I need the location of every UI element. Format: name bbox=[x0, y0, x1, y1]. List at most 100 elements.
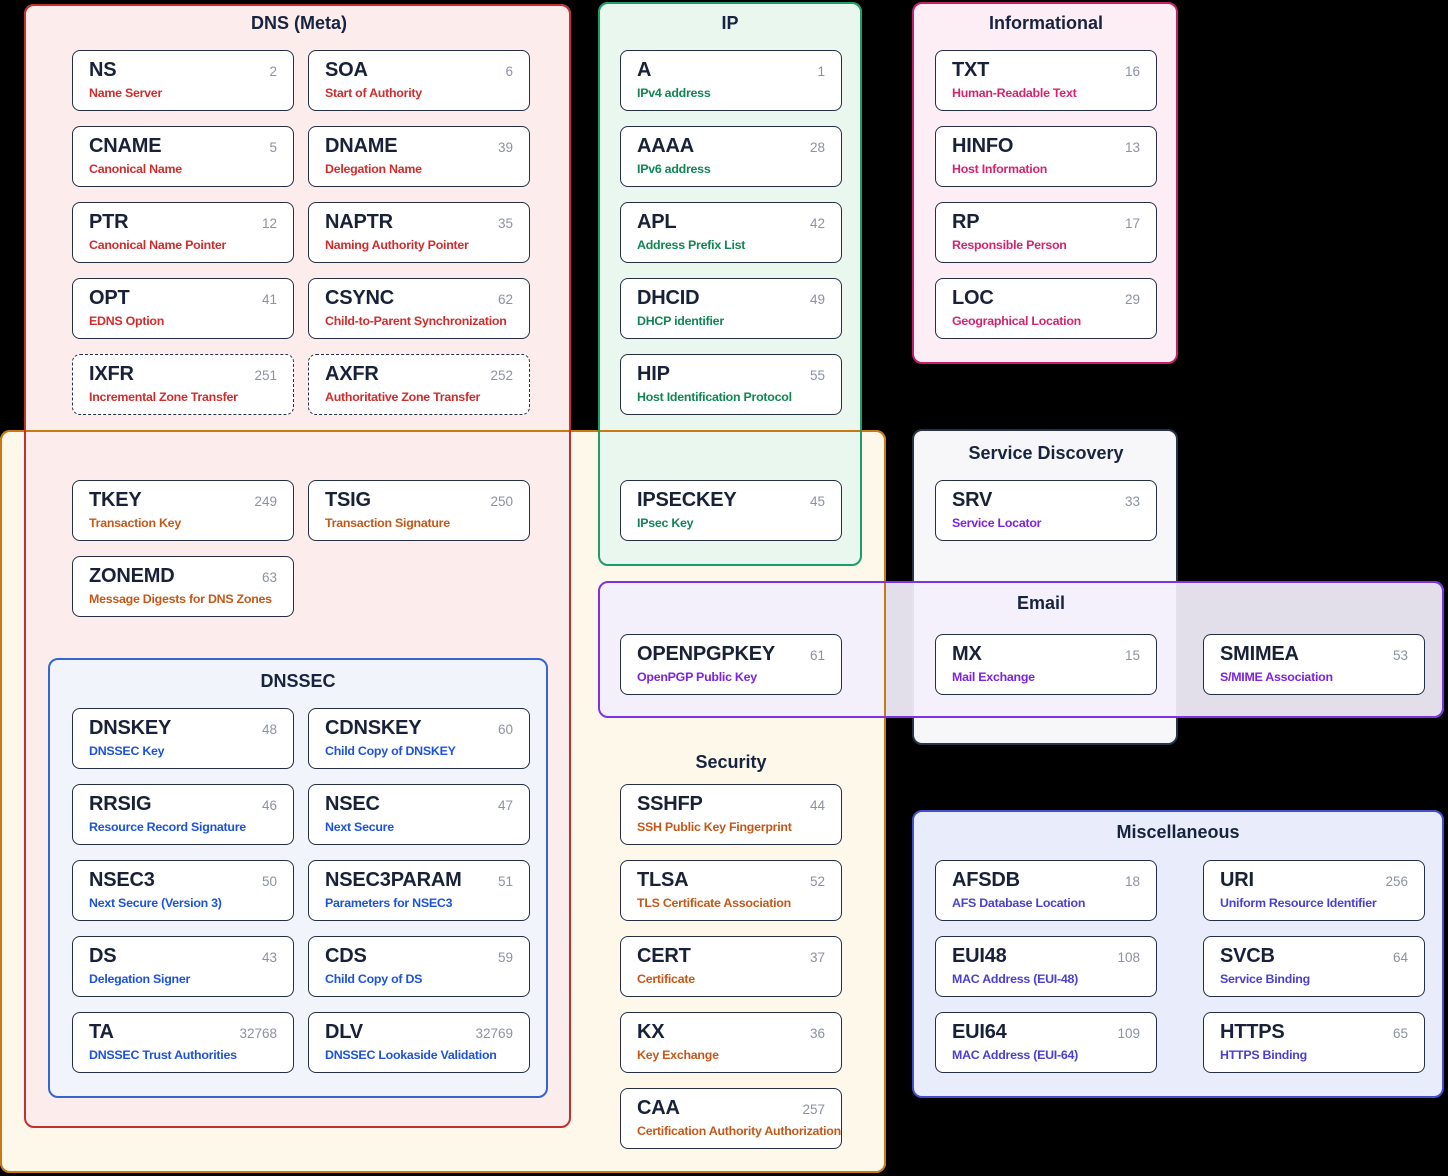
record-type-number: 65 bbox=[1392, 1026, 1408, 1041]
record-type-number: 59 bbox=[497, 950, 513, 965]
section-title-dnssec: DNSSEC bbox=[260, 671, 336, 691]
record-type-description: Key Exchange bbox=[637, 1048, 719, 1062]
section-title-service-discovery: Service Discovery bbox=[968, 443, 1124, 463]
record-type-number: 52 bbox=[809, 874, 825, 889]
record-type-code: NSEC3PARAM bbox=[325, 869, 462, 891]
record-type-code: CDS bbox=[325, 945, 367, 967]
record-type-code: IXFR bbox=[89, 363, 134, 385]
record-type-number: 53 bbox=[1392, 648, 1408, 663]
record-type-description: DNSSEC Trust Authorities bbox=[89, 1048, 237, 1062]
record-type-code: IPSECKEY bbox=[637, 489, 737, 511]
record-type-number: 32768 bbox=[239, 1026, 277, 1041]
record-type-number: 6 bbox=[505, 64, 513, 79]
record-type-code: ZONEMD bbox=[89, 565, 175, 587]
record-type-description: DNSSEC Key bbox=[89, 744, 165, 758]
record-type-number: 257 bbox=[802, 1102, 825, 1117]
record-type-description: HTTPS Binding bbox=[1220, 1048, 1307, 1062]
record-type-code: SOA bbox=[325, 59, 368, 81]
record-type-code: CSYNC bbox=[325, 287, 395, 309]
record-type-description: Geographical Location bbox=[952, 314, 1082, 328]
record-type-description: SSH Public Key Fingerprint bbox=[637, 820, 792, 834]
record-type-code: SMIMEA bbox=[1220, 643, 1299, 665]
record-type-description: Delegation Name bbox=[325, 162, 422, 176]
record-type-number: 36 bbox=[809, 1026, 825, 1041]
record-type-code: LOC bbox=[952, 287, 994, 309]
record-type-code: EUI48 bbox=[952, 945, 1007, 967]
record-type-number: 15 bbox=[1124, 648, 1140, 663]
record-type-code: PTR bbox=[89, 211, 129, 233]
section-title-dns-meta: DNS (Meta) bbox=[250, 13, 348, 33]
record-type-description: Service Binding bbox=[1220, 972, 1310, 986]
record-type-code: SVCB bbox=[1220, 945, 1275, 967]
record-type-description: Human-Readable Text bbox=[952, 86, 1077, 100]
record-type-number: 64 bbox=[1392, 950, 1408, 965]
record-type-number: 252 bbox=[490, 368, 513, 383]
record-type-description: MAC Address (EUI-64) bbox=[952, 1048, 1079, 1062]
record-type-description: Name Server bbox=[89, 86, 163, 100]
record-type-description: Host Information bbox=[952, 162, 1048, 176]
record-type-description: Responsible Person bbox=[952, 238, 1067, 252]
record-type-description: Service Locator bbox=[952, 516, 1042, 530]
record-type-description: Mail Exchange bbox=[952, 670, 1035, 684]
record-type-number: 17 bbox=[1124, 216, 1140, 231]
record-type-number: 12 bbox=[261, 216, 277, 231]
record-type-code: TA bbox=[89, 1021, 114, 1043]
record-type-description: Address Prefix List bbox=[637, 238, 746, 252]
record-type-code: EUI64 bbox=[952, 1021, 1007, 1043]
record-type-code: AAAA bbox=[637, 135, 694, 157]
record-type-description: Next Secure (Version 3) bbox=[89, 896, 222, 910]
record-type-code: AFSDB bbox=[952, 869, 1020, 891]
record-type-number: 16 bbox=[1124, 64, 1140, 79]
record-type-number: 41 bbox=[261, 292, 277, 307]
record-type-code: CDNSKEY bbox=[325, 717, 422, 739]
record-type-description: Child Copy of DNSKEY bbox=[325, 744, 456, 758]
record-type-number: 39 bbox=[497, 140, 513, 155]
section-title-email: Email bbox=[1016, 593, 1066, 613]
record-type-number: 61 bbox=[809, 648, 825, 663]
record-type-description: Delegation Signer bbox=[89, 972, 191, 986]
record-type-description: S/MIME Association bbox=[1220, 670, 1333, 684]
record-type-number: 46 bbox=[261, 798, 277, 813]
record-type-number: 29 bbox=[1124, 292, 1140, 307]
section-title-ip: IP bbox=[721, 13, 739, 33]
record-type-number: 13 bbox=[1124, 140, 1140, 155]
record-type-number: 63 bbox=[261, 570, 277, 585]
record-type-number: 32769 bbox=[475, 1026, 513, 1041]
record-type-number: 44 bbox=[809, 798, 825, 813]
record-type-description: Incremental Zone Transfer bbox=[89, 390, 238, 404]
record-type-description: MAC Address (EUI-48) bbox=[952, 972, 1079, 986]
record-type-number: 251 bbox=[254, 368, 277, 383]
record-type-number: 48 bbox=[261, 722, 277, 737]
record-type-code: NSEC bbox=[325, 793, 380, 815]
record-type-number: 1 bbox=[817, 64, 825, 79]
record-type-number: 18 bbox=[1124, 874, 1140, 889]
record-type-description: IPv6 address bbox=[637, 162, 711, 176]
record-type-code: OPT bbox=[89, 287, 130, 309]
section-title-informational: Informational bbox=[988, 13, 1104, 33]
record-type-number: 28 bbox=[809, 140, 825, 155]
record-type-code: DHCID bbox=[637, 287, 700, 309]
record-type-code: HINFO bbox=[952, 135, 1014, 157]
